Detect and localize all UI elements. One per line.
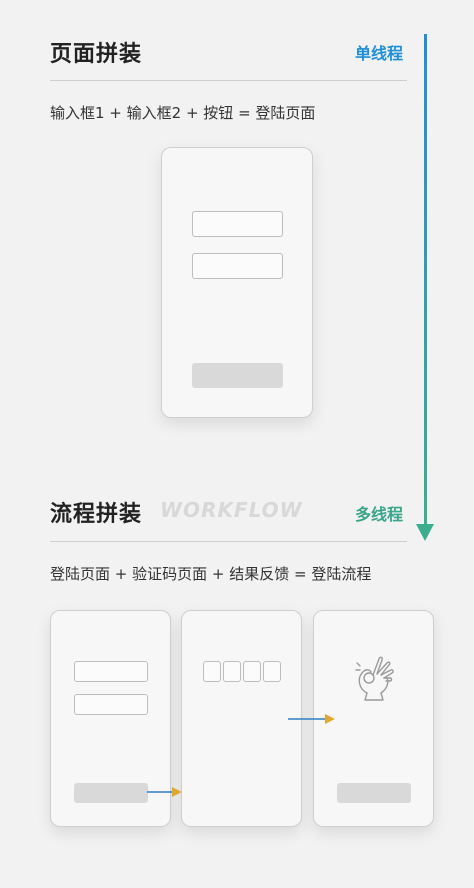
arrow-shaft — [424, 34, 427, 526]
section2-divider — [50, 541, 407, 542]
code-cell-2 — [223, 661, 241, 682]
code-cell-1 — [203, 661, 221, 682]
right-arrow-icon — [147, 787, 182, 797]
page-assembly-formula: 输入框1 + 输入框2 + 按钮 = 登陆页面 — [50, 104, 316, 122]
flow-mock-input-box-1 — [74, 661, 148, 682]
section-title-page-assembly: 页面拼装 — [50, 42, 143, 67]
code-cell-3 — [243, 661, 261, 682]
ok-hand-icon — [355, 656, 394, 701]
mock-login-button — [192, 363, 283, 388]
workflow-watermark: WORKFLOW — [160, 498, 303, 522]
flow-mock-input-box-2 — [74, 694, 148, 715]
mock-input-box-1 — [192, 211, 283, 237]
workflow-formula: 登陆页面 + 验证码页面 + 结果反馈 = 登陆流程 — [50, 565, 372, 583]
code-cell-4 — [263, 661, 281, 682]
multi-thread-label: 多线程 — [355, 505, 404, 524]
right-arrow-icon — [288, 714, 335, 724]
flow-mock-login-button — [74, 783, 148, 803]
flow-verification-page-mockup — [181, 610, 302, 827]
flow-login-page-mockup — [50, 610, 171, 827]
flow-arrow-head-2 — [325, 714, 335, 724]
section-title-workflow-assembly: 流程拼装 — [50, 502, 143, 527]
login-page-mockup — [161, 147, 313, 418]
arrow-head — [416, 524, 434, 541]
section1-divider — [50, 80, 407, 81]
down-arrow-icon — [416, 34, 434, 541]
flow-mock-confirm-button — [337, 783, 411, 803]
single-thread-label: 单线程 — [355, 44, 404, 63]
mock-input-box-2 — [192, 253, 283, 279]
flow-arrow-head-1 — [172, 787, 182, 797]
